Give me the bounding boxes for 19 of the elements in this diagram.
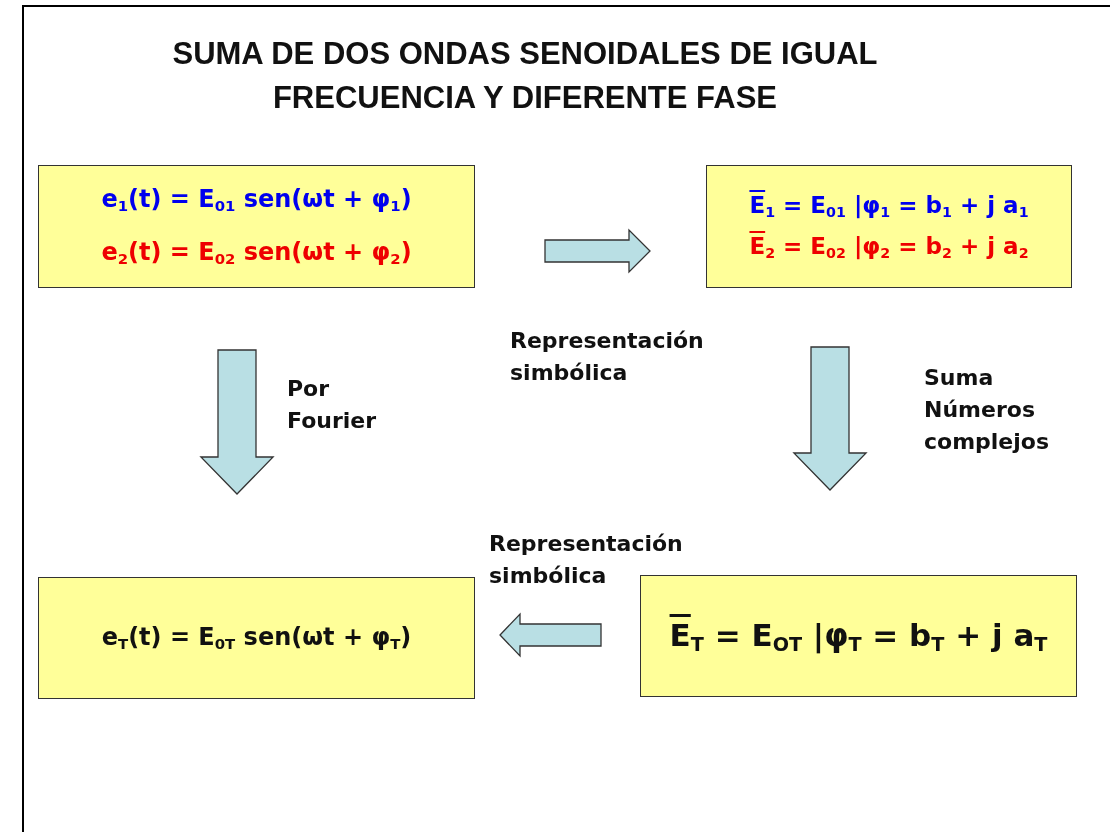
- formula: e$_{T}$(t) = E$_{0T}$ sen(ωt + φ$_{T}$): [101, 622, 412, 654]
- edge-label: Representación simbólica: [510, 327, 705, 387]
- block-arrow: [499, 612, 602, 658]
- edge-label: Por Fourier: [287, 375, 378, 435]
- formula: E$_{T}$ = E$_{OT}$ |φ$_{T}$ = b$_{T}$ + j a$_{T}$: [669, 616, 1048, 656]
- formula-box: [640, 575, 1077, 697]
- formula: E$_{2}$ = E$_{02}$ |φ$_{2}$ = b$_{2}$ + j a$_{2}$: [749, 232, 1029, 262]
- edge-label: Representación simbólica: [489, 530, 684, 590]
- block-arrow: [199, 349, 275, 495]
- edge-label: Suma Números complejos: [924, 364, 1051, 456]
- formula: E$_{1}$ = E$_{01}$ |φ$_{1}$ = b$_{1}$ + j a$_{1}$: [749, 191, 1029, 221]
- formula: e$_{1}$(t) = E$_{01}$ sen(ωt + φ$_{1}$): [101, 184, 412, 216]
- formula-box: [38, 165, 475, 288]
- formula-box: [38, 577, 475, 699]
- block-arrow: [792, 346, 868, 491]
- block-arrow: [544, 228, 651, 274]
- title: SUMA DE DOS ONDAS SENOIDALES DE IGUAL FRECUENCIA Y DIFERENTE FASE: [171, 35, 879, 117]
- formula: e$_{2}$(t) = E$_{02}$ sen(ωt + φ$_{2}$): [101, 237, 412, 269]
- formula-box: [706, 165, 1072, 288]
